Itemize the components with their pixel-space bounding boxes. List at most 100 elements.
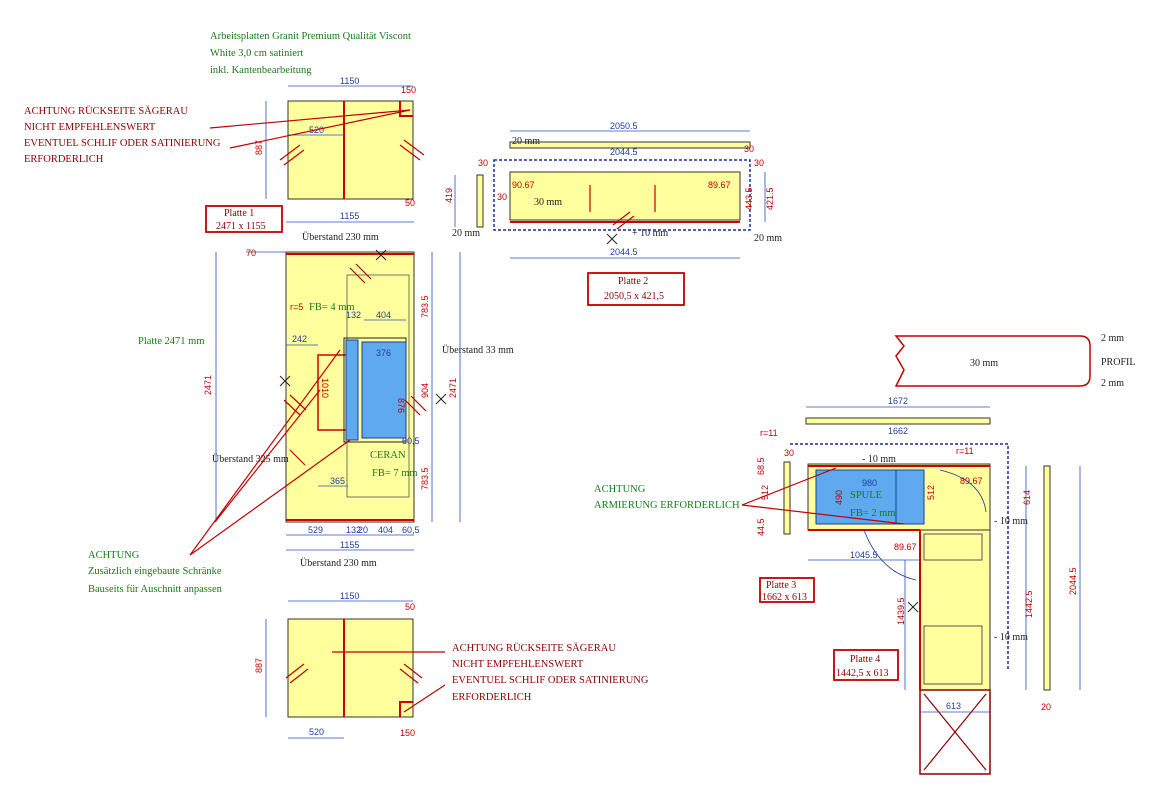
top-h887: 887 <box>254 140 264 155</box>
c-d8967a: 89.67 <box>960 476 983 486</box>
p2-mm30: 30 mm <box>534 197 562 208</box>
main-h-left: 2471 <box>203 375 213 395</box>
profile-30mm: 30 mm <box>970 358 998 369</box>
bv-w50: 50 <box>405 602 415 612</box>
cooktop-cutout <box>361 341 407 439</box>
c-r11b: r=11 <box>956 446 974 456</box>
corner-plates: 1672 1662 2044.5 20 r=11 r=11 - 10 mm - … <box>756 396 1081 775</box>
main-d1010: 1010 <box>320 378 330 398</box>
warning-cabinets: ACHTUNG Zusätzlich eingebaute Schränke B… <box>88 349 351 595</box>
warning-back-bottom: ACHTUNG RÜCKSEITE SÄGERAU NICHT EMPFEHLE… <box>332 642 649 713</box>
top-back-view: 1150 150 520 887 50 <box>254 76 425 208</box>
p2-d30c: 30 <box>744 144 754 154</box>
p2-mm20b: 20 mm <box>452 228 480 239</box>
platte2-box <box>587 272 685 306</box>
c-d20445: 2044.5 <box>1068 567 1078 595</box>
main-d605: 60,5 <box>402 436 420 446</box>
back-plate-top <box>287 100 414 200</box>
bot-605: 60,5 <box>402 525 420 535</box>
p2-mm20c: 20 mm <box>754 233 782 244</box>
p2-h419: 419 <box>444 188 454 203</box>
main-d904: 904 <box>420 383 430 398</box>
bot-1155: 1155 <box>340 540 359 550</box>
main-d70: 70 <box>246 248 256 258</box>
main-fb4: FB= 4 mm <box>309 302 355 313</box>
p2-w-top: 2050.5 <box>610 121 638 131</box>
c-spule: SPULE <box>850 490 882 501</box>
ueber-right: Überstand 33 mm <box>442 344 514 356</box>
main-ceran: CERAN <box>370 450 406 461</box>
warn-top-l3: EVENTUEL SCHLIF ODER SATINIERUNG <box>24 138 221 149</box>
c-d512a: 512 <box>926 485 936 500</box>
c-w1672: 1672 <box>888 396 908 406</box>
c-d614: 614 <box>1022 490 1032 505</box>
c-d980: 980 <box>862 478 877 488</box>
warn-bot-l1: ACHTUNG RÜCKSEITE SÄGERAU <box>452 642 616 654</box>
c-m10c: - 10 mm <box>994 632 1028 643</box>
platte3-name: Platte 3 <box>766 580 796 591</box>
c-d14395: 1439.5 <box>896 597 906 625</box>
profile-2mm-bottom: 2 mm <box>1101 378 1124 389</box>
main-d376: 376 <box>376 348 391 358</box>
main-d404: 404 <box>376 310 391 320</box>
main-d132: 132 <box>346 310 361 320</box>
bot-20: 20 <box>358 525 368 535</box>
warn-top-l4: ERFORDERLICH <box>24 154 104 165</box>
profile-detail: 30 mm 2 mm PROFIL 2 mm <box>894 333 1135 389</box>
c-d30: 30 <box>784 448 794 458</box>
main-d365: 365 <box>330 476 345 486</box>
c-fb2: FB= 2 mm <box>850 508 896 519</box>
p2-d8967: 89.67 <box>708 180 731 190</box>
warn-cab-l3: Bauseits für Auschnitt anpassen <box>88 584 223 595</box>
warn-arm-l2: ARMIERUNG ERFORDERLICH <box>594 500 740 511</box>
ueber-bottom: Überstand 230 mm <box>300 557 377 569</box>
warn-top-l2: NICHT EMPFEHLENSWERT <box>24 122 156 133</box>
top-w50: 50 <box>405 198 415 208</box>
main-r5: r=5 <box>290 302 303 312</box>
c-d512b: 512 <box>760 485 770 500</box>
platte3-box <box>759 577 815 603</box>
warn-bot-l4: ERFORDERLICH <box>452 692 532 703</box>
c-d10455: 1045.5 <box>850 550 878 560</box>
warn-bot-l3: EVENTUEL SCHLIF ODER SATINIERUNG <box>452 675 649 686</box>
bv-h887: 887 <box>254 658 264 673</box>
platte2-name: Platte 2 <box>618 276 648 287</box>
bv-w150: 150 <box>400 728 415 738</box>
main-h-right: 2471 <box>448 378 458 398</box>
bv-w1150: 1150 <box>340 591 359 601</box>
warn-cab-l2: Zusätzlich eingebaute Schränke <box>88 566 222 577</box>
bv-w520: 520 <box>309 727 324 737</box>
c-d613: 613 <box>946 701 961 711</box>
p2-w-bottom: 2044.5 <box>610 247 638 257</box>
c-d20: 20 <box>1041 702 1051 712</box>
warn-arm-l1: ACHTUNG <box>594 484 646 495</box>
platte1-name: Platte 1 <box>224 208 254 219</box>
c-m10a: - 10 mm <box>862 454 896 465</box>
sink-cutout <box>815 469 925 525</box>
profile-label: PROFIL <box>1101 357 1135 368</box>
plate2-view: 2050.5 20 mm 2044.5 419 20 mm 20 mm 443.… <box>444 121 782 259</box>
ueber-top: Überstand 230 mm <box>302 231 379 243</box>
p2-h4215: 421.5 <box>765 187 775 210</box>
p2-w-mid: 2044.5 <box>610 147 638 157</box>
profile-2mm-top: 2 mm <box>1101 333 1124 344</box>
p2-d9067: 90.67 <box>512 180 535 190</box>
top-w1150: 1150 <box>340 76 359 86</box>
header-line1: Arbeitsplatten Granit Premium Qualität V… <box>210 31 411 42</box>
plate4-body <box>919 529 991 691</box>
main-fb7: FB= 7 mm <box>372 468 418 479</box>
platte-2471-label: Platte 2471 mm <box>138 336 205 347</box>
p2-d30b: 30 <box>754 158 764 168</box>
bot-132: 132 <box>346 525 361 535</box>
warn-top-l1: ACHTUNG RÜCKSEITE SÄGERAU <box>24 105 188 117</box>
main-plate: 1155 Überstand 230 mm 2471 Platte 2471 m… <box>138 211 514 569</box>
bot-529: 529 <box>308 525 323 535</box>
main-d783b: 783.5 <box>420 467 430 490</box>
platte1-box <box>205 205 283 233</box>
c-w1662: 1662 <box>888 426 908 436</box>
ueber-mid: Überstand 325 mm <box>212 453 289 465</box>
warn-cab-l1: ACHTUNG <box>88 550 140 561</box>
bot-404: 404 <box>378 525 393 535</box>
warn-bot-l2: NICHT EMPFEHLENSWERT <box>452 659 584 670</box>
